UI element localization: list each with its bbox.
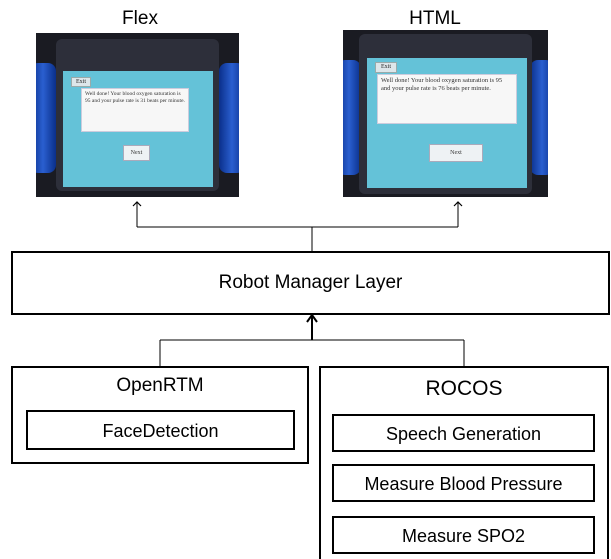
rocos-module-measure-spo2: Measure SPO2 [332, 516, 595, 554]
flex-robot-right-wing [219, 63, 239, 173]
rocos-module-measure-blood-pressure: Measure Blood Pressure [332, 464, 595, 502]
flex-label: Flex [122, 8, 158, 29]
html-screen: Exit Well done! Your blood oxygen satura… [367, 58, 527, 188]
flex-screenshot: Exit Well done! Your blood oxygen satura… [36, 33, 239, 197]
flex-robot-left-wing [36, 63, 56, 173]
robot-manager-layer-box: Robot Manager Layer [11, 251, 610, 315]
openrtm-box: OpenRTM FaceDetection [11, 366, 309, 464]
rocos-box: ROCOS Speech Generation Measure Blood Pr… [319, 366, 609, 559]
html-message-box: Well done! Your blood oxygen saturation … [377, 74, 517, 124]
html-screenshot: Exit Well done! Your blood oxygen satura… [343, 30, 548, 197]
rocos-module-speech-generation: Speech Generation [332, 414, 595, 452]
flex-screen: Exit Well done! Your blood oxygen satura… [63, 71, 213, 187]
arrow-head-manager [306, 313, 318, 323]
html-robot-right-wing [530, 60, 548, 175]
html-label: HTML [409, 8, 461, 29]
measure-spo2-label: Measure SPO2 [401, 526, 526, 546]
speech-generation-label: Speech Generation [385, 424, 542, 444]
robot-manager-layer-label: Robot Manager Layer [218, 272, 403, 293]
html-exit-button[interactable]: Exit [375, 62, 397, 73]
measure-blood-pressure-label: Measure Blood Pressure [364, 474, 563, 494]
html-robot-left-wing [343, 60, 361, 175]
facedetection-label: FaceDetection [102, 421, 219, 441]
openrtm-title: OpenRTM [116, 375, 204, 396]
flex-message-box: Well done! Your blood oxygen saturation … [81, 88, 189, 132]
openrtm-module-facedetection: FaceDetection [26, 410, 295, 450]
html-next-button[interactable]: Next [429, 144, 483, 162]
flex-next-button[interactable]: Next [123, 145, 150, 161]
rocos-title: ROCOS [425, 377, 503, 400]
flex-exit-button[interactable]: Exit [71, 77, 91, 87]
